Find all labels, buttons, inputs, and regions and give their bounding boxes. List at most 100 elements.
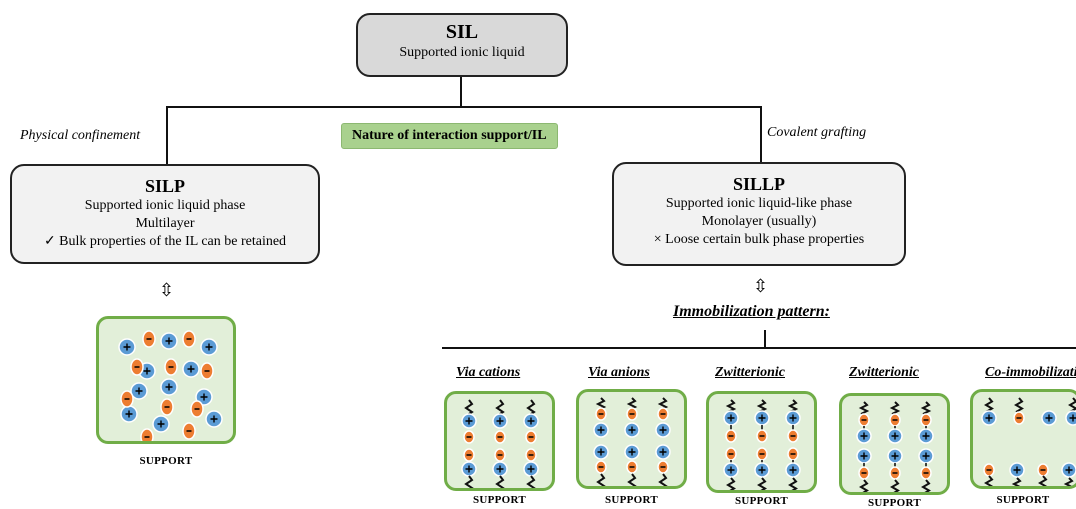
pattern-panel-zwitterionic-2 xyxy=(839,393,950,495)
cation-icon xyxy=(785,462,801,478)
linker-chain xyxy=(984,397,994,413)
cation-icon xyxy=(492,413,508,429)
anion-icon xyxy=(140,428,154,441)
linker-chain xyxy=(658,473,668,486)
anion-icon xyxy=(1037,463,1049,477)
sillp-box: SILLP Supported ionic liquid-like phase … xyxy=(612,162,906,266)
co-immobilization-ions xyxy=(981,397,1076,486)
anion-icon xyxy=(858,466,870,480)
silp-box: SILP Supported ionic liquid phase Multil… xyxy=(10,164,320,264)
anion-icon xyxy=(889,413,901,427)
interaction-label: Nature of interaction support/IL xyxy=(341,123,558,149)
cation-icon xyxy=(523,461,539,477)
anion-icon xyxy=(494,448,506,462)
cation-icon xyxy=(655,444,671,460)
cation-icon xyxy=(523,413,539,429)
linker-chain xyxy=(725,399,737,413)
anion-icon xyxy=(1013,411,1025,425)
cation-icon xyxy=(856,448,872,464)
cation-icon xyxy=(1009,462,1025,478)
cation-icon xyxy=(160,378,178,396)
support-label: SUPPORT xyxy=(604,494,659,506)
zwitterionic-2-ions xyxy=(856,401,934,492)
support-label: SUPPORT xyxy=(472,494,527,506)
cation-icon xyxy=(723,410,739,426)
cation-icon xyxy=(655,422,671,438)
linker-chain xyxy=(526,475,536,488)
silp-line-2: Multilayer xyxy=(135,215,195,231)
cation-icon xyxy=(492,461,508,477)
anion-icon xyxy=(756,447,768,461)
cation-icon xyxy=(723,462,739,478)
pattern-connector-vertical xyxy=(764,330,766,348)
cation-icon xyxy=(887,428,903,444)
linker-chain xyxy=(787,399,799,413)
cation-icon xyxy=(130,382,148,400)
cation-icon xyxy=(887,448,903,464)
immobilization-title: Immobilization pattern: xyxy=(673,303,830,320)
linker-chain xyxy=(756,399,768,413)
cation-icon xyxy=(461,413,477,429)
support-label: SUPPORT xyxy=(139,455,193,467)
anion-icon xyxy=(756,429,768,443)
pattern-title-zwitterionic-1: Zwitterionic xyxy=(715,365,785,380)
cation-icon xyxy=(918,448,934,464)
anion-icon xyxy=(160,398,174,416)
linker-chain xyxy=(1063,477,1074,486)
double-arrow-icon: ⇳ xyxy=(753,276,769,297)
anion-icon xyxy=(164,358,178,376)
pattern-panel-via-anions xyxy=(576,389,687,489)
silp-title: SILP xyxy=(144,176,186,196)
cation-icon xyxy=(593,422,609,438)
sillp-line-2: Monolayer (usually) xyxy=(701,213,817,229)
anion-icon xyxy=(130,358,144,376)
linker-chain xyxy=(464,475,474,488)
cation-icon xyxy=(1041,410,1057,426)
cation-icon xyxy=(1065,410,1076,426)
cation-icon xyxy=(118,338,136,356)
anion-icon xyxy=(182,422,196,440)
pattern-panel-via-cations xyxy=(444,391,555,491)
cation-icon xyxy=(918,428,934,444)
linker-chain xyxy=(858,401,870,415)
pattern-title-via-anions: Via anions xyxy=(588,365,650,380)
anion-icon xyxy=(190,400,204,418)
anion-icon xyxy=(525,430,537,444)
anion-icon xyxy=(182,330,196,348)
linker-chain xyxy=(1068,397,1076,413)
linker-chain xyxy=(1011,477,1022,486)
linker-chain xyxy=(627,473,637,486)
anion-icon xyxy=(595,460,607,474)
anion-icon xyxy=(657,460,669,474)
anion-icon xyxy=(142,330,156,348)
anion-icon xyxy=(983,463,995,477)
linker-chain xyxy=(921,479,931,492)
linker-chain xyxy=(889,401,901,415)
cation-icon xyxy=(160,332,178,350)
support-label: SUPPORT xyxy=(867,497,922,509)
linker-chain xyxy=(596,473,606,486)
cation-icon xyxy=(754,410,770,426)
cation-icon xyxy=(152,415,170,433)
sil-box: SIL Supported ionic liquid xyxy=(356,13,568,77)
double-arrow-icon: ⇳ xyxy=(159,280,175,301)
anion-icon xyxy=(200,362,214,380)
cation-icon xyxy=(785,410,801,426)
cation-icon xyxy=(461,461,477,477)
linker-chain xyxy=(890,479,900,492)
anion-icon xyxy=(463,430,475,444)
cation-icon xyxy=(754,462,770,478)
anion-icon xyxy=(787,429,799,443)
anion-icon xyxy=(120,390,134,408)
anion-icon xyxy=(725,447,737,461)
cation-icon xyxy=(205,410,223,428)
linker-chain xyxy=(859,479,869,492)
silp-line-1: Supported ionic liquid phase xyxy=(84,197,246,213)
silp-line-3: ✓ Bulk properties of the IL can be retai… xyxy=(43,233,287,249)
pattern-title-zwitterionic-2: Zwitterionic xyxy=(849,365,919,380)
cation-icon xyxy=(856,428,872,444)
anion-icon xyxy=(595,407,607,421)
sillp-line-3: × Loose certain bulk phase properties xyxy=(653,231,865,247)
linker-chain xyxy=(495,475,505,488)
anion-icon xyxy=(626,407,638,421)
